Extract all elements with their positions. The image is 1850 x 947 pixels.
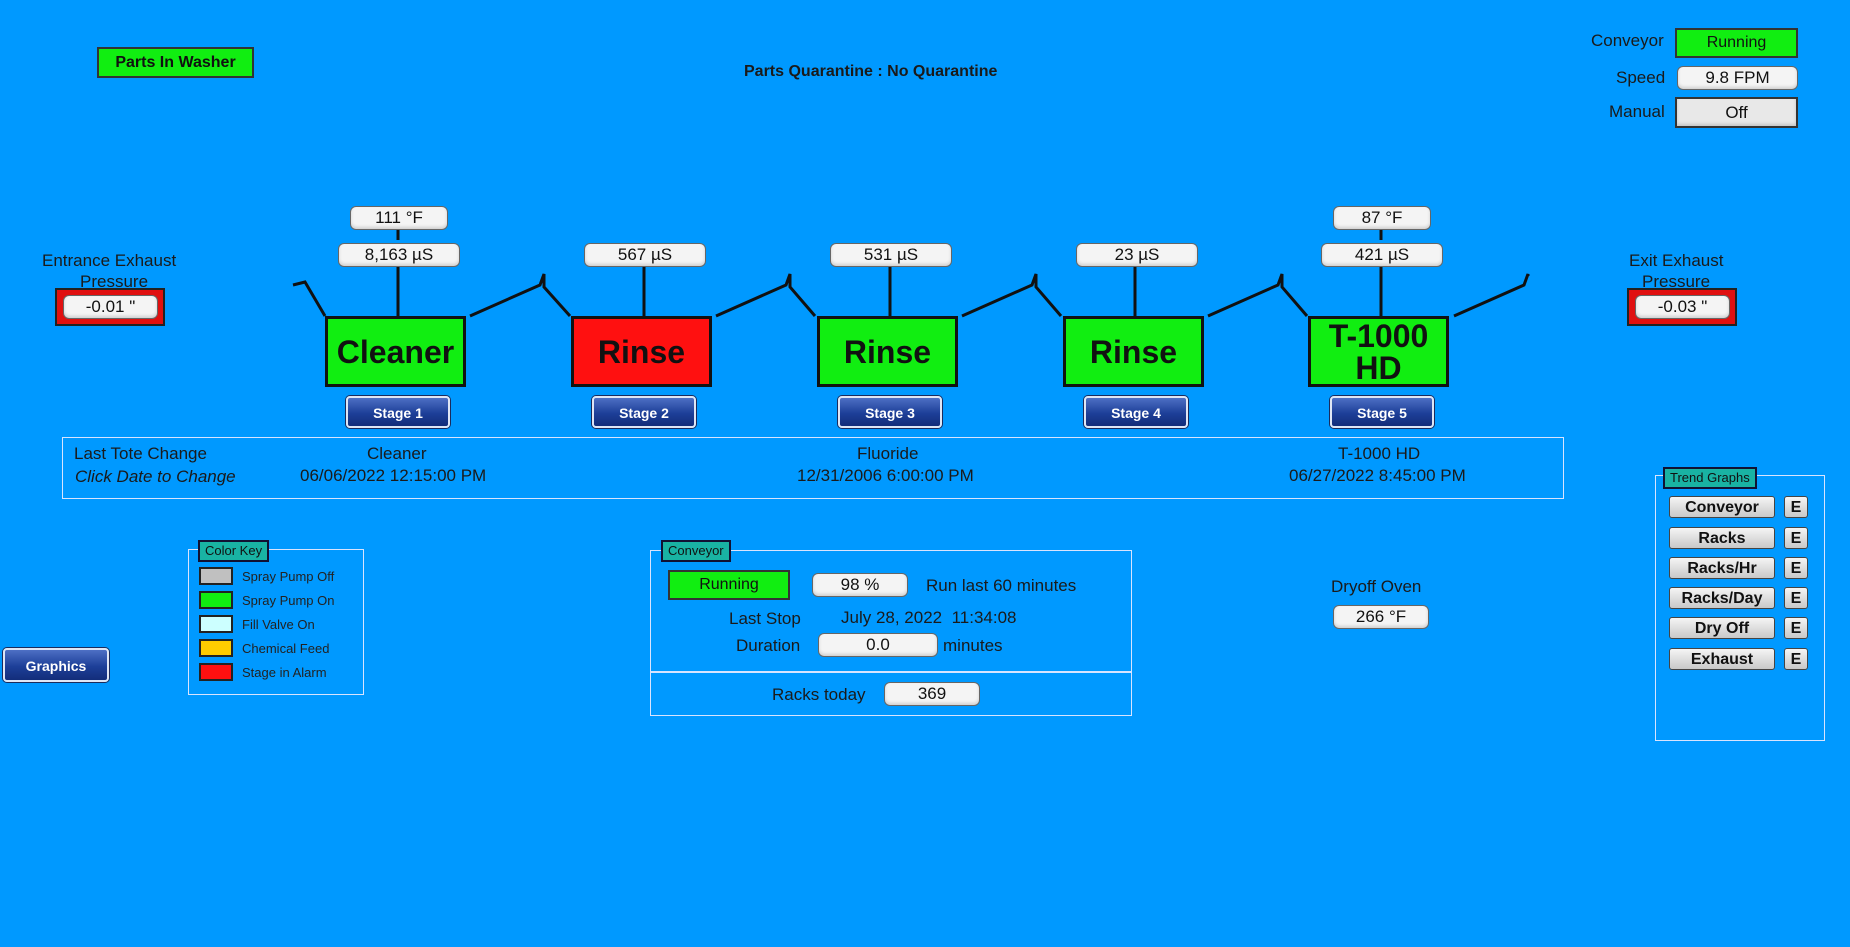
racks-today-label: Racks today [772, 685, 866, 704]
stage-1-tank: Cleaner [325, 316, 466, 387]
trend-exhaust-button[interactable]: Exhaust [1669, 648, 1775, 670]
stage-1-temperature: 111 °F [350, 206, 448, 230]
stage-2-tank: Rinse [571, 316, 712, 387]
trend-racks-hr-e-button[interactable]: E [1784, 557, 1808, 579]
trend-exhaust-e-button[interactable]: E [1784, 648, 1808, 670]
stage-3-tank: Rinse [817, 316, 958, 387]
stage-5-temperature: 87 °F [1333, 206, 1431, 230]
stage-4-tank: Rinse [1063, 316, 1204, 387]
trend-graphs-panel: Conveyor E Racks E Racks/Hr E Racks/Day … [1655, 475, 1825, 741]
tote-cleaner-name: Cleaner [367, 444, 427, 463]
conveyor-label: Conveyor [1591, 31, 1664, 50]
conveyor-panel-divider [650, 671, 1132, 673]
trend-conveyor-button[interactable]: Conveyor [1669, 496, 1775, 518]
tote-t1000-name: T-1000 HD [1338, 444, 1421, 463]
click-date-hint: Click Date to Change [75, 467, 236, 486]
conveyor-running-indicator: Running [1675, 28, 1798, 58]
parts-in-washer-indicator: Parts In Washer [97, 47, 254, 78]
duration-unit: minutes [943, 636, 1003, 655]
speed-label: Speed [1616, 68, 1666, 87]
trend-graphs-title: Trend Graphs [1663, 467, 1757, 489]
stage-1-conductivity: 8,163 µS [338, 243, 460, 267]
trend-racks-e-button[interactable]: E [1784, 527, 1808, 549]
graphics-button[interactable]: Graphics [3, 648, 109, 682]
trend-dry-off-button[interactable]: Dry Off [1669, 617, 1775, 639]
stage-3-button[interactable]: Stage 3 [838, 396, 942, 428]
speed-value: 9.8 FPM [1677, 66, 1798, 90]
last-stop-value: July 28, 2022 11:34:08 [841, 608, 1017, 627]
key-label-stage-in-alarm: Stage in Alarm [242, 665, 327, 680]
racks-today-value: 369 [884, 682, 980, 706]
run-last-60-label: Run last 60 minutes [926, 576, 1077, 595]
trend-racks-day-e-button[interactable]: E [1784, 587, 1808, 609]
color-key-title: Color Key [198, 540, 270, 562]
key-swatch-spray-pump-off [199, 567, 233, 585]
trend-conveyor-e-button[interactable]: E [1784, 496, 1808, 518]
color-key-panel: Spray Pump Off Spray Pump On Fill Valve … [188, 549, 364, 695]
last-tote-change-label: Last Tote Change [74, 444, 207, 463]
entrance-exhaust-label: Entrance Exhaust [42, 251, 177, 270]
tote-fluoride-name: Fluoride [857, 444, 919, 463]
key-swatch-fill-valve-on [199, 615, 233, 633]
key-label-fill-valve-on: Fill Valve On [242, 617, 315, 632]
trend-racks-hr-button[interactable]: Racks/Hr [1669, 557, 1775, 579]
parts-quarantine-status: Parts Quarantine : No Quarantine [744, 63, 998, 80]
dryoff-oven-label: Dryoff Oven [1331, 577, 1422, 596]
manual-label: Manual [1609, 102, 1665, 121]
stage-2-button[interactable]: Stage 2 [592, 396, 696, 428]
conveyor-panel-title: Conveyor [661, 540, 731, 562]
stage-4-button[interactable]: Stage 4 [1084, 396, 1188, 428]
conveyor-panel: Running 98 % Run last 60 minutes Last St… [650, 550, 1132, 716]
conveyor-panel-status: Running [668, 570, 790, 600]
key-swatch-spray-pump-on [199, 591, 233, 609]
tote-fluoride-date[interactable]: 12/31/2006 6:00:00 PM [797, 466, 974, 485]
exit-exhaust-label-2: Pressure [1642, 272, 1711, 291]
tote-change-panel: Last Tote Change Click Date to Change Cl… [62, 437, 1564, 499]
key-swatch-stage-in-alarm [199, 663, 233, 681]
stage-5-tank: T-1000 HD [1308, 316, 1449, 387]
stage-1-button[interactable]: Stage 1 [346, 396, 450, 428]
exit-exhaust-label: Exit Exhaust [1629, 251, 1724, 270]
stage-4-conductivity: 23 µS [1076, 243, 1198, 267]
trend-racks-button[interactable]: Racks [1669, 527, 1775, 549]
key-label-spray-pump-off: Spray Pump Off [242, 569, 335, 584]
stage-2-conductivity: 567 µS [584, 243, 706, 267]
key-label-chemical-feed: Chemical Feed [242, 641, 330, 656]
trend-dry-off-e-button[interactable]: E [1784, 617, 1808, 639]
stage-3-conductivity: 531 µS [830, 243, 952, 267]
stage-5-button[interactable]: Stage 5 [1330, 396, 1434, 428]
dryoff-oven-value: 266 °F [1333, 605, 1429, 629]
stage-5-conductivity: 421 µS [1321, 243, 1443, 267]
key-label-spray-pump-on: Spray Pump On [242, 593, 335, 608]
duration-value: 0.0 [818, 633, 938, 657]
tote-t1000-date[interactable]: 06/27/2022 8:45:00 PM [1289, 466, 1466, 485]
duration-label: Duration [736, 636, 801, 655]
exit-exhaust-value: -0.03 " [1635, 295, 1730, 319]
last-stop-label: Last Stop [729, 609, 801, 628]
trend-racks-day-button[interactable]: Racks/Day [1669, 587, 1775, 609]
entrance-exhaust-value: -0.01 " [63, 295, 158, 319]
tote-cleaner-date[interactable]: 06/06/2022 12:15:00 PM [300, 466, 487, 485]
manual-value[interactable]: Off [1675, 97, 1798, 128]
conveyor-run-percent: 98 % [812, 573, 908, 597]
key-swatch-chemical-feed [199, 639, 233, 657]
entrance-exhaust-label-2: Pressure [80, 272, 149, 291]
